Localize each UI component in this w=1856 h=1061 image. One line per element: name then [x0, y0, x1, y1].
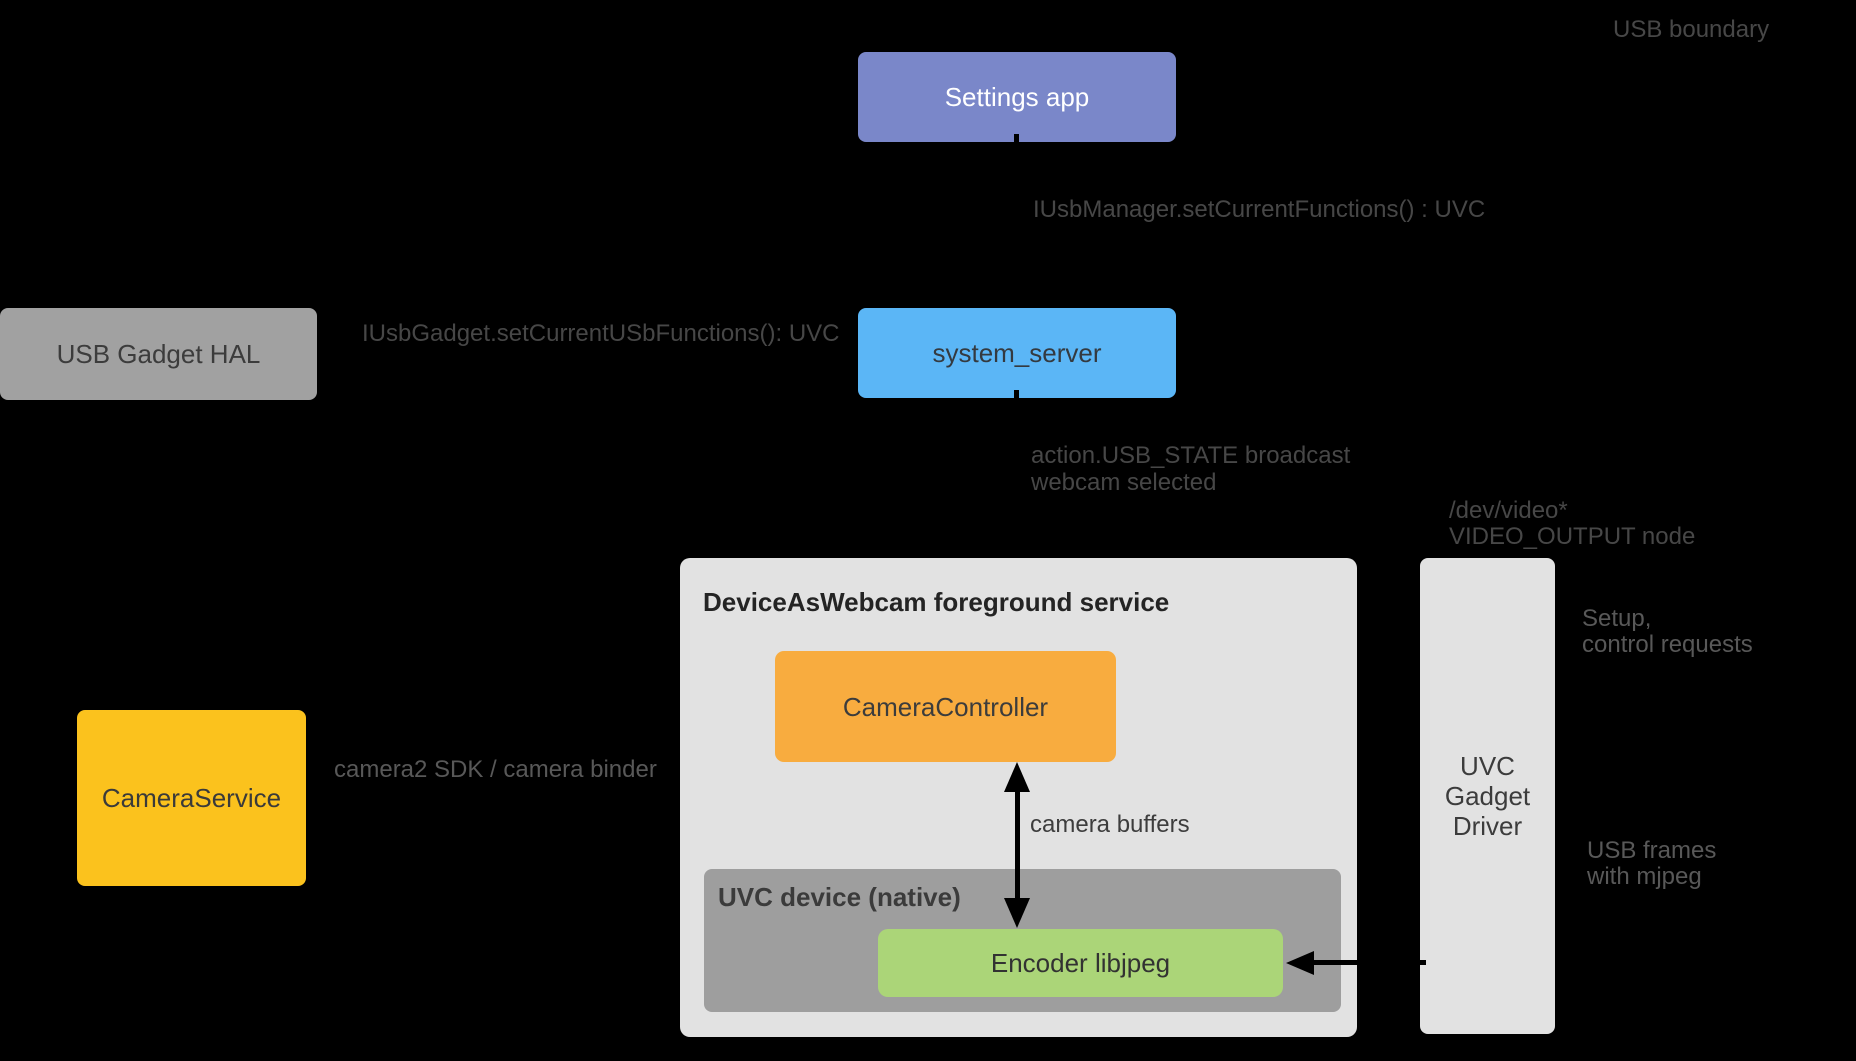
- system-server-box: system_server: [858, 308, 1176, 398]
- usb-frames-line2: with mjpeg: [1587, 863, 1702, 890]
- usb-state-broadcast-label: action.USB_STATE broadcast webcam select…: [1031, 442, 1350, 496]
- camera2-sdk-label: camera2 SDK / camera binder: [334, 756, 657, 783]
- encoder-libjpeg-label: Encoder libjpeg: [990, 948, 1171, 978]
- setup-line2: control requests: [1582, 631, 1753, 658]
- usb-frames-mjpeg-label: USB frames with mjpeg: [1587, 838, 1716, 890]
- settings-app-box: Settings app: [858, 52, 1176, 142]
- setup-control-requests-label: Setup, control requests: [1582, 606, 1753, 658]
- dev-video-line1: /dev/video*: [1449, 497, 1568, 524]
- uvc-gadget-driver-box: UVC Gadget Driver: [1420, 558, 1555, 1034]
- iusbmanager-call-label: IUsbManager.setCurrentFunctions() : UVC: [1033, 196, 1486, 223]
- settings-app-label: Settings app: [944, 82, 1090, 112]
- uvc-gadget-driver-label-line2: Gadget: [1444, 781, 1531, 811]
- camera-buffers-arrow-shaft: [1015, 788, 1020, 900]
- camera-service-label: CameraService: [101, 783, 282, 813]
- usb-frames-line1: USB frames: [1587, 837, 1717, 864]
- dev-video-line2: VIDEO_OUTPUT node: [1449, 523, 1696, 550]
- uvc-device-native-title: UVC device (native): [718, 882, 961, 912]
- uvc-gadget-driver-label-line1: UVC: [1460, 751, 1515, 781]
- usb-gadget-hal-box: USB Gadget HAL: [0, 308, 317, 400]
- dev-video-node-label: /dev/video* VIDEO_OUTPUT node: [1449, 498, 1695, 550]
- encoder-libjpeg-box: Encoder libjpeg: [878, 929, 1283, 997]
- iusbgadget-call-label: IUsbGadget.setCurrentUSbFunctions(): UVC: [362, 320, 840, 347]
- usb-frames-arrowhead-left: [1286, 951, 1314, 975]
- usb-state-broadcast-line1: action.USB_STATE broadcast: [1031, 442, 1351, 469]
- system-server-connector-tick: [1014, 390, 1019, 403]
- settings-app-connector-tick: [1014, 134, 1019, 148]
- camera-controller-label: CameraController: [842, 691, 1049, 722]
- camera-controller-box: CameraController: [775, 651, 1116, 762]
- setup-line1: Setup,: [1582, 605, 1652, 632]
- deviceaswebcam-service-title: DeviceAsWebcam foreground service: [703, 587, 1170, 617]
- camera-buffers-label: camera buffers: [1030, 811, 1190, 838]
- camera-service-box: CameraService: [77, 710, 306, 886]
- system-server-label: system_server: [932, 338, 1102, 368]
- uvc-gadget-driver-label-line3: Driver: [1452, 811, 1523, 841]
- usb-state-broadcast-line2: webcam selected: [1031, 469, 1217, 496]
- usb-boundary-label: USB boundary: [1613, 16, 1770, 43]
- usb-frames-arrow-shaft: [1312, 960, 1426, 965]
- camera-buffers-arrowhead-up: [1004, 762, 1030, 792]
- camera-buffers-arrowhead-down: [1004, 898, 1030, 928]
- usb-gadget-hal-label: USB Gadget HAL: [56, 339, 261, 369]
